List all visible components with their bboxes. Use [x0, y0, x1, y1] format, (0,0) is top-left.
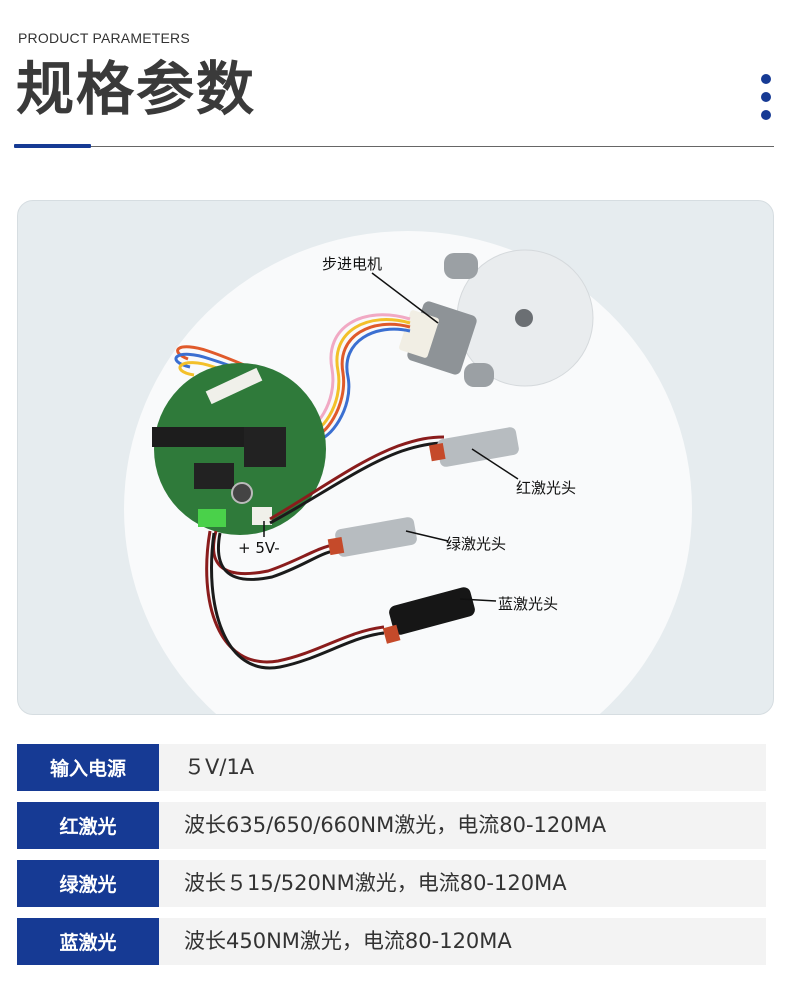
- product-illustration: [124, 231, 692, 714]
- label-stepper-motor: 步进电机: [322, 255, 383, 273]
- spec-row-blue-laser: 蓝激光 波长450NM激光，电流80-120MA: [17, 918, 766, 965]
- red-laser-head-shape: [428, 427, 519, 467]
- spec-value: 波长450NM激光，电流80-120MA: [184, 929, 512, 953]
- product-photo: 步进电机 红激光头 绿激光头 蓝激光头 + 5V-: [17, 200, 774, 715]
- spec-key: 红激光: [17, 802, 159, 849]
- vertical-dots-icon: [760, 74, 772, 120]
- header-divider: [14, 146, 774, 147]
- header-divider-accent: [14, 144, 91, 148]
- spec-row-input-power: 输入电源 ５V/1A: [17, 744, 766, 791]
- circuit-board: [152, 363, 326, 535]
- spec-value: 波长５15/520NM激光，电流80-120MA: [184, 871, 567, 895]
- red-pointer-line: [471, 448, 519, 480]
- red-laser-wire: [269, 435, 445, 521]
- label-power-terminal: + 5V-: [238, 539, 280, 557]
- spec-key: 绿激光: [17, 860, 159, 907]
- label-green-laser-head: 绿激光头: [446, 535, 507, 553]
- spec-row-green-laser: 绿激光 波长５15/520NM激光，电流80-120MA: [17, 860, 766, 907]
- green-pointer-line: [405, 530, 449, 542]
- blue-pointer-line: [459, 598, 497, 602]
- stepper-pointer-line: [371, 272, 439, 324]
- spec-value: ５V/1A: [184, 755, 255, 779]
- header-subtitle: PRODUCT PARAMETERS: [18, 30, 190, 46]
- spec-key: 输入电源: [17, 744, 159, 791]
- label-red-laser-head: 红激光头: [516, 479, 577, 497]
- spec-key: 蓝激光: [17, 918, 159, 965]
- page-title: 规格参数: [16, 55, 257, 123]
- spec-value: 波长635/650/660NM激光，电流80-120MA: [184, 813, 607, 837]
- green-laser-wire: [212, 530, 335, 576]
- label-blue-laser-head: 蓝激光头: [498, 595, 559, 613]
- spec-row-red-laser: 红激光 波长635/650/660NM激光，电流80-120MA: [17, 802, 766, 849]
- blue-laser-head-shape: [382, 587, 475, 644]
- green-laser-head-shape: [327, 517, 417, 557]
- blue-laser-wire: [205, 530, 385, 664]
